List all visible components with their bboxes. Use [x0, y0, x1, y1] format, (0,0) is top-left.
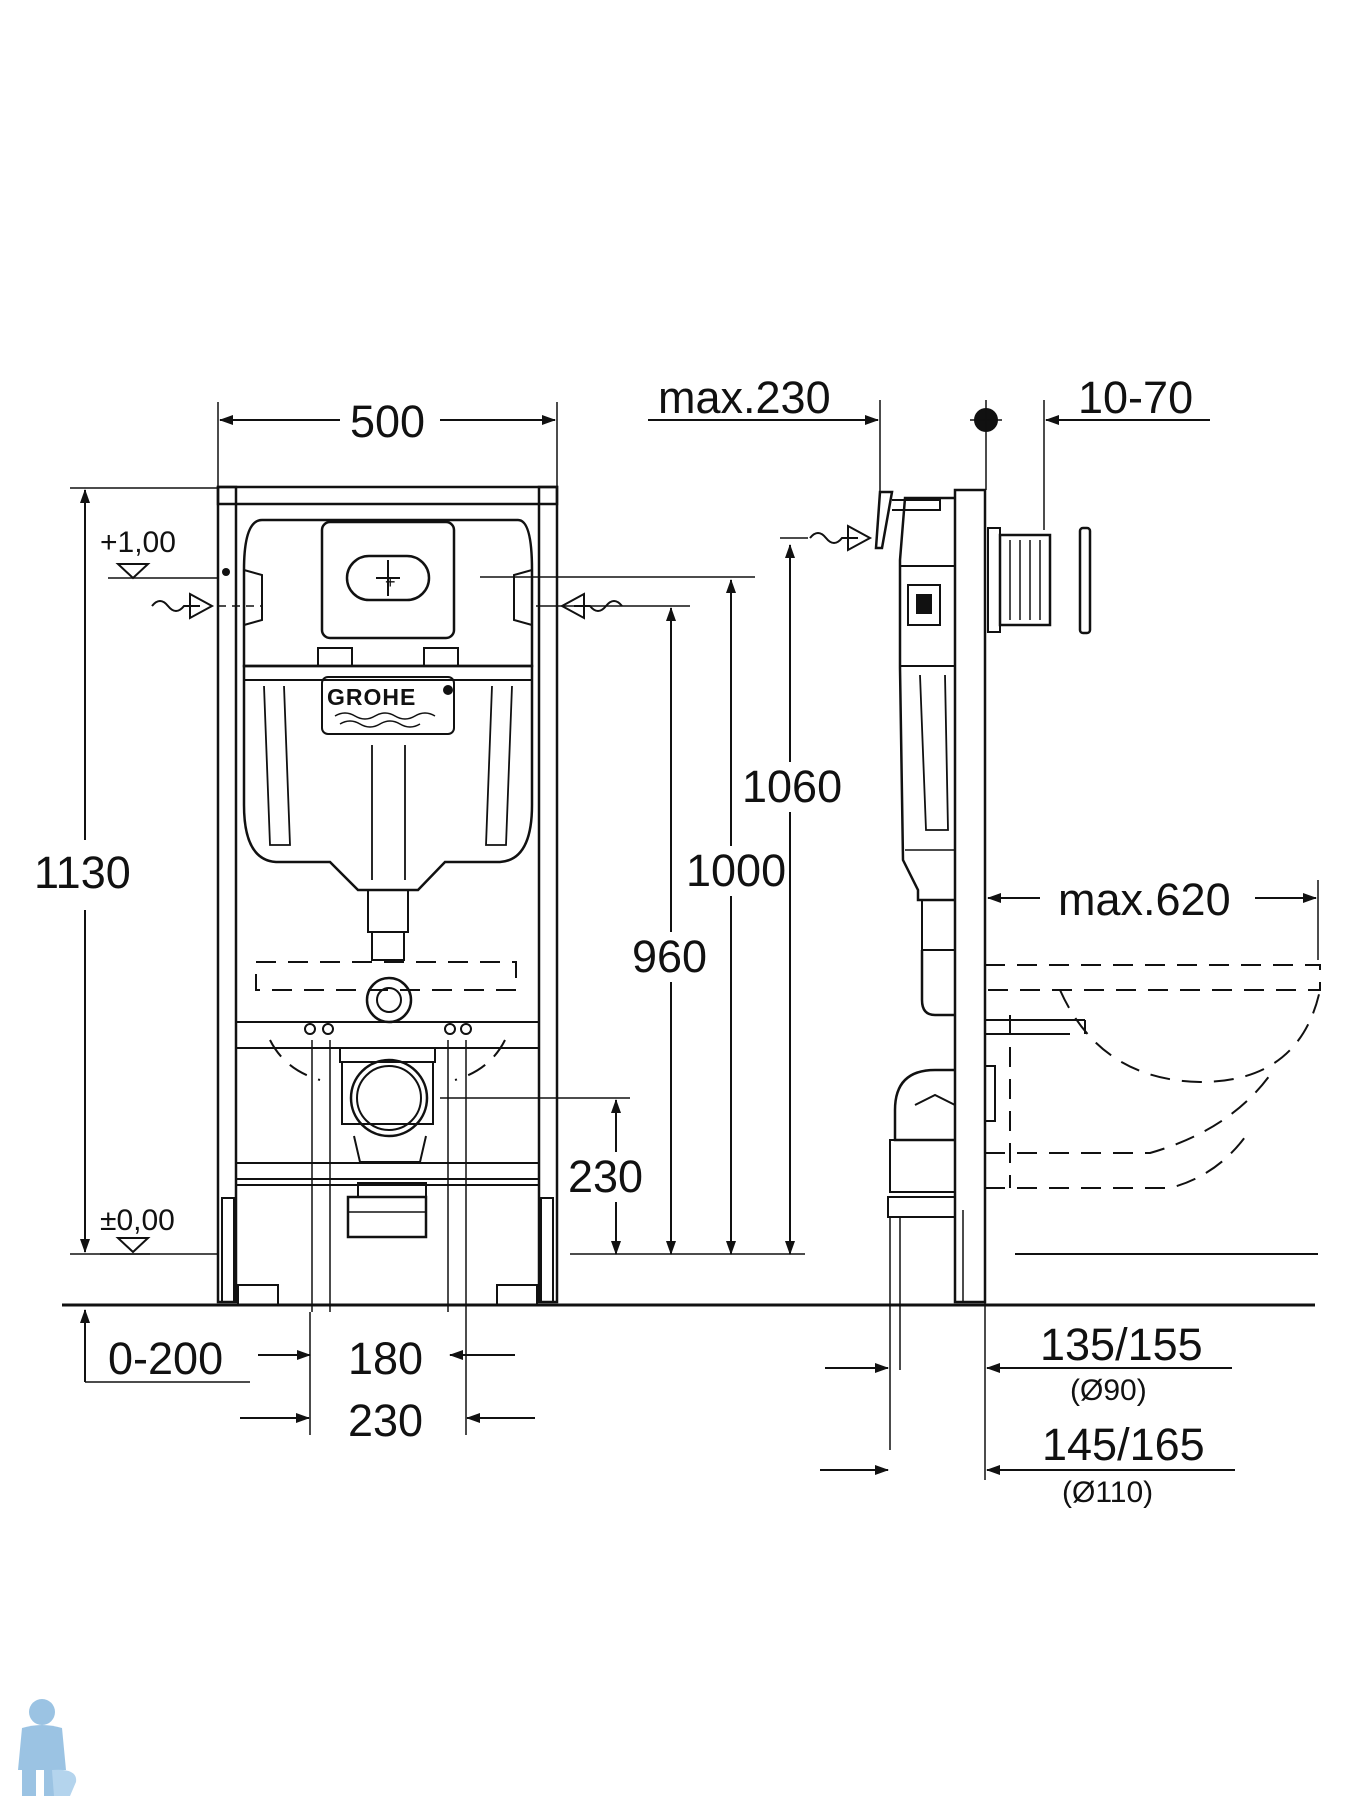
level-triangle-icon — [115, 1237, 151, 1254]
dimension-max-230: max.230 — [648, 372, 881, 492]
svg-text:±0,00: ±0,00 — [100, 1204, 175, 1237]
level-triangle-icon — [115, 563, 151, 580]
flush-plate-side — [987, 526, 1092, 635]
svg-text:230: 230 — [568, 1151, 643, 1202]
dimension-960: 960 — [536, 605, 710, 1255]
side-view-frame — [874, 488, 987, 1480]
svg-text:1130: 1130 — [34, 847, 131, 898]
dimension-1060: 1060 — [480, 544, 842, 1255]
svg-text:145/165: 145/165 — [1042, 1419, 1205, 1470]
wc-pan-outline-side — [984, 964, 1321, 1255]
svg-text:max.620: max.620 — [1058, 874, 1231, 925]
svg-text:+1,00: +1,00 — [100, 526, 176, 559]
svg-text:230: 230 — [348, 1395, 423, 1446]
dimension-230-width: 230 — [240, 1312, 535, 1446]
cistern-front — [242, 518, 534, 892]
dimension-135-155: 135/155 (Ø90) — [825, 1319, 1232, 1407]
svg-text:(Ø90): (Ø90) — [1070, 1374, 1147, 1407]
svg-text:135/155: 135/155 — [1040, 1319, 1203, 1370]
svg-text:(Ø110): (Ø110) — [1062, 1476, 1153, 1509]
dimension-145-165: 145/165 (Ø110) — [820, 1419, 1235, 1509]
grohe-logo-icon: GROHE — [321, 676, 455, 735]
level-top: +1,00 — [100, 526, 230, 580]
dimension-230-height: 230 — [440, 1097, 805, 1255]
svg-text:1060: 1060 — [742, 761, 842, 812]
svg-text:+: + — [385, 572, 396, 592]
wc-pan-outline-front — [255, 961, 517, 1312]
plumber-mascot-icon — [18, 1699, 77, 1796]
brand-logo-text: GROHE — [327, 684, 416, 710]
dimension-1000: 1000 — [684, 579, 788, 1255]
svg-text:180: 180 — [348, 1333, 423, 1384]
dimension-180: 180 — [258, 1333, 515, 1384]
svg-text:1000: 1000 — [686, 845, 786, 896]
flush-button-icon: + — [376, 560, 400, 596]
svg-text:0-200: 0-200 — [108, 1333, 223, 1384]
svg-text:max.230: max.230 — [658, 372, 831, 423]
level-zero: ±0,00 — [100, 1204, 218, 1255]
svg-text:960: 960 — [632, 931, 707, 982]
dimension-10-70: 10-70 — [970, 372, 1210, 530]
svg-text:500: 500 — [350, 396, 425, 447]
dimension-0-200: 0-200 — [80, 1309, 250, 1384]
water-supply-arrow-icon — [780, 524, 873, 552]
dimension-max-620: max.620 — [987, 874, 1319, 960]
svg-text:10-70: 10-70 — [1078, 372, 1193, 423]
flush-plate-front: + — [320, 520, 456, 640]
drain-pipe-front — [304, 889, 472, 1239]
water-supply-arrow-icon — [151, 592, 262, 620]
dimension-1130: 1130 — [34, 487, 218, 1255]
dimension-500: 500 — [217, 396, 558, 487]
